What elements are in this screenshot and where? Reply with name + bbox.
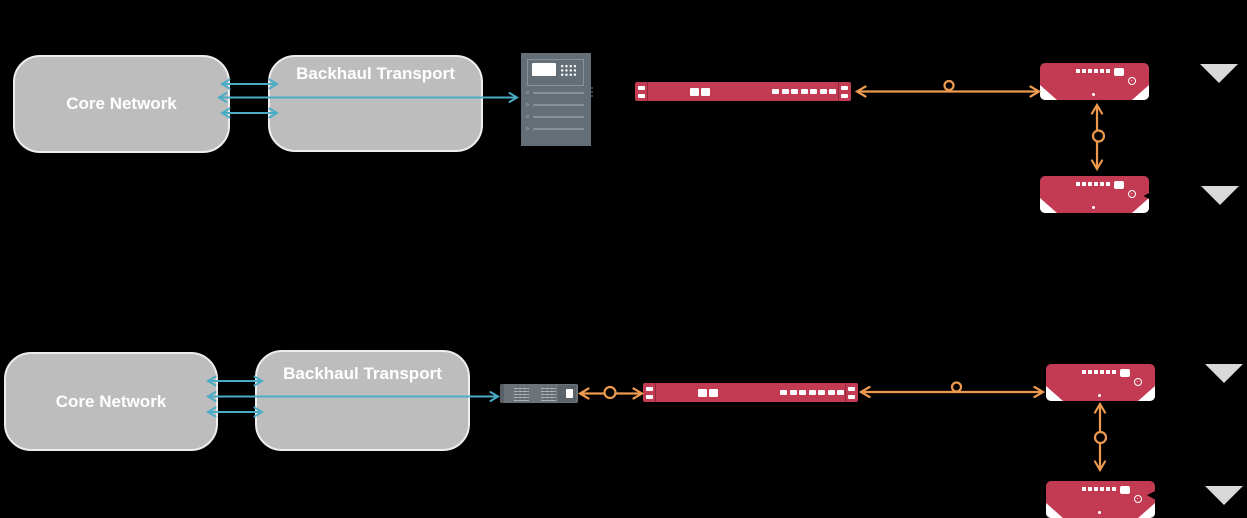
ring-icon (603, 385, 617, 400)
cabinet-slot (533, 104, 584, 106)
cabinet-hinge-dots (591, 86, 593, 97)
cabinet-slot (533, 116, 584, 118)
core-network-label: Core Network (55, 391, 167, 411)
status-led (1098, 394, 1101, 397)
radio-unit-icon (1046, 481, 1155, 518)
media-converter-ear (500, 384, 504, 403)
corner-wedge (1132, 198, 1149, 213)
core-network-box: Core Network (4, 352, 218, 451)
dial-icon (1128, 77, 1136, 85)
antenna-icon (1201, 186, 1239, 205)
corner-wedge (1046, 386, 1063, 401)
corner-wedge (1138, 503, 1155, 518)
vent-grid-icon (514, 386, 529, 401)
led-dash-row (1082, 370, 1116, 374)
port-square (709, 388, 718, 397)
port-icon (1120, 486, 1130, 494)
core-network-box: Core Network (13, 55, 230, 153)
cabinet-keypad-icon (559, 63, 576, 76)
corner-wedge (1040, 198, 1057, 213)
corner-wedge (1040, 85, 1057, 100)
mount-hole (841, 85, 848, 90)
backhaul-transport-box: Backhaul Transport (255, 350, 470, 451)
rack-unit-icon (643, 383, 858, 402)
mount-hole (841, 93, 848, 98)
vent-grid-icon (541, 386, 556, 401)
mount-hole (646, 394, 653, 399)
ring-icon (1093, 430, 1108, 445)
cabinet-slot-dot (526, 103, 529, 106)
server-cabinet-icon (521, 53, 593, 146)
status-led (1092, 93, 1095, 96)
corner-wedge (1132, 85, 1149, 100)
mount-hole (638, 93, 645, 98)
media-converter-icon (500, 384, 578, 403)
corner-wedge (1138, 386, 1155, 401)
cabinet-slot (533, 128, 584, 130)
port-square (701, 87, 710, 96)
antenna-icon (1205, 364, 1243, 383)
dial-icon (1134, 378, 1142, 386)
dial-icon (1134, 495, 1142, 503)
led-dash-row (1076, 69, 1110, 73)
mount-hole (848, 394, 855, 399)
dial-icon (1128, 190, 1136, 198)
mount-hole (848, 386, 855, 391)
radio-unit-icon (1046, 364, 1155, 401)
ring-icon (943, 79, 955, 92)
ear-divider (655, 383, 656, 402)
cabinet-slot-dot (526, 127, 529, 130)
port-icon (1114, 68, 1124, 76)
cabinet-slot-dot (526, 91, 529, 94)
status-led (1092, 206, 1095, 209)
antenna-icon (1200, 64, 1238, 83)
port-icon (1120, 369, 1130, 377)
ring-icon (950, 381, 963, 393)
core-network-label: Core Network (66, 94, 177, 113)
port-square (698, 388, 707, 397)
radio-unit-icon (1040, 63, 1149, 100)
backhaul-transport-label: Backhaul Transport (283, 364, 442, 383)
status-led (1098, 511, 1101, 514)
led-dash-row (1082, 487, 1116, 491)
radio-unit-icon (1040, 176, 1149, 213)
cabinet-slot (533, 92, 584, 94)
media-converter-button (566, 389, 573, 398)
port-icon (1114, 181, 1124, 189)
ring-icon (1091, 129, 1106, 143)
port-square (690, 87, 699, 96)
mount-hole (638, 85, 645, 90)
rack-unit-icon (635, 82, 851, 101)
cabinet-panel (527, 59, 584, 86)
cabinet-slot-dot (526, 115, 529, 118)
cabinet-display (532, 63, 556, 76)
backhaul-transport-label: Backhaul Transport (296, 64, 455, 83)
backhaul-transport-box: Backhaul Transport (268, 55, 483, 152)
ear-divider (647, 82, 648, 101)
led-dash-row (780, 390, 844, 395)
led-dash-row (1076, 182, 1110, 186)
led-dash-row (772, 89, 836, 94)
mount-hole (646, 386, 653, 391)
ear-divider (838, 82, 839, 101)
ear-divider (845, 383, 846, 402)
antenna-icon (1205, 486, 1243, 505)
corner-wedge (1046, 503, 1063, 518)
